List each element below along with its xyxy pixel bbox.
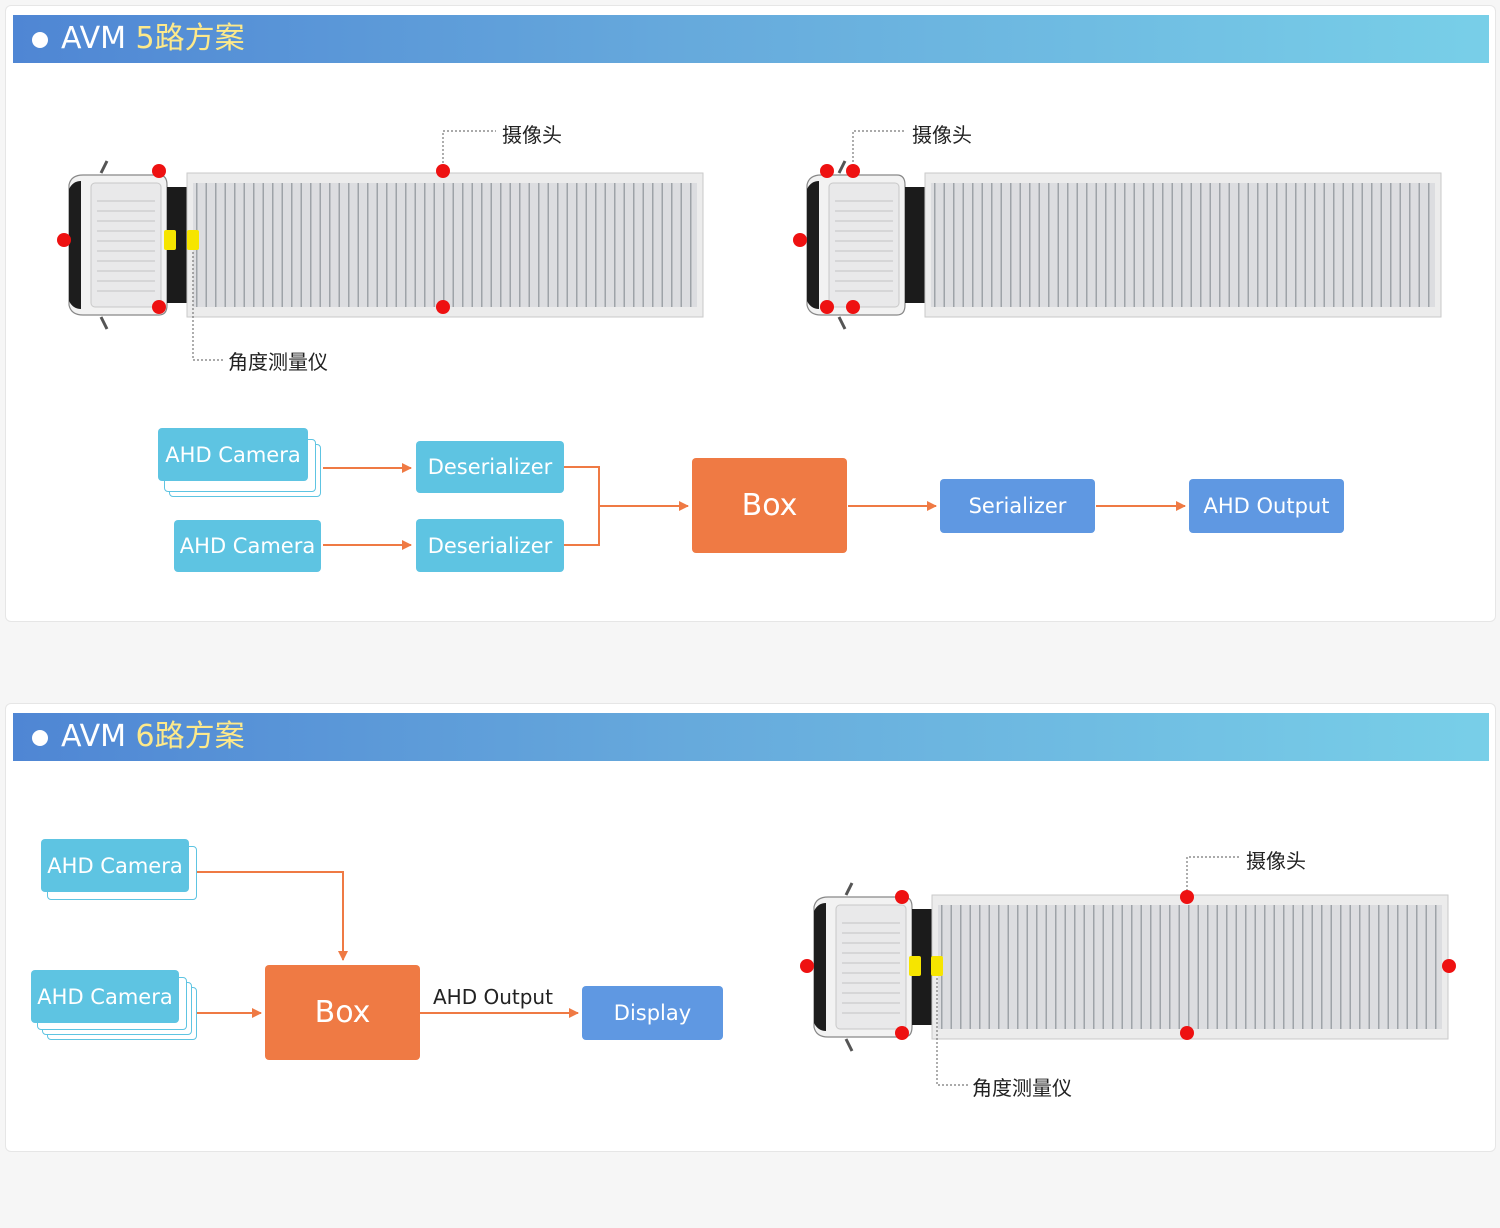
- camera-marker: [793, 164, 860, 314]
- section-header: AVM 5路方案: [13, 15, 1489, 63]
- ahd-camera-box: AHD Camera: [174, 520, 321, 572]
- camera-marker: [57, 164, 450, 314]
- box-unit: Box: [692, 458, 847, 553]
- ahd-camera-box: AHD Camera: [31, 970, 179, 1023]
- avm-6-channel-panel: AVM 6路方案 摄像头 角度测量仪 AHD Camera: [5, 703, 1496, 1152]
- ahd-camera-box: AHD Camera: [41, 839, 189, 892]
- ahd-output-link-label: AHD Output: [433, 985, 553, 1009]
- avm-5-channel-panel: AVM 5路方案: [5, 5, 1496, 622]
- bullet-icon: [32, 730, 48, 746]
- deserializer-box: Deserializer: [416, 441, 564, 493]
- section-title: AVM 6路方案: [61, 719, 245, 754]
- ahd-camera-box: AHD Camera: [158, 428, 308, 481]
- camera-callout: 摄像头: [1246, 849, 1306, 873]
- camera-marker: [800, 890, 1456, 1040]
- truck-illustration: [805, 159, 1443, 331]
- display-box: Display: [582, 986, 723, 1040]
- camera-callout: 摄像头: [502, 123, 562, 147]
- section-title: AVM 5路方案: [61, 21, 245, 56]
- deserializer-box: Deserializer: [416, 519, 564, 572]
- title-highlight: 5路方案: [135, 21, 245, 56]
- bullet-icon: [32, 32, 48, 48]
- ahd-output-box: AHD Output: [1189, 479, 1344, 533]
- angle-sensor-callout: 角度测量仪: [228, 350, 328, 374]
- truck-diagram: [196, 856, 1456, 1086]
- angle-sensor-marker: [909, 956, 943, 976]
- angle-sensor-callout: 角度测量仪: [972, 1076, 1072, 1100]
- title-highlight: 6路方案: [135, 719, 245, 754]
- section-header: AVM 6路方案: [13, 713, 1489, 761]
- box-unit: Box: [265, 965, 420, 1060]
- truck-diagram: [57, 130, 1443, 550]
- serializer-box: Serializer: [940, 479, 1095, 533]
- angle-sensor-marker: [164, 230, 199, 250]
- camera-callout: 摄像头: [912, 123, 972, 147]
